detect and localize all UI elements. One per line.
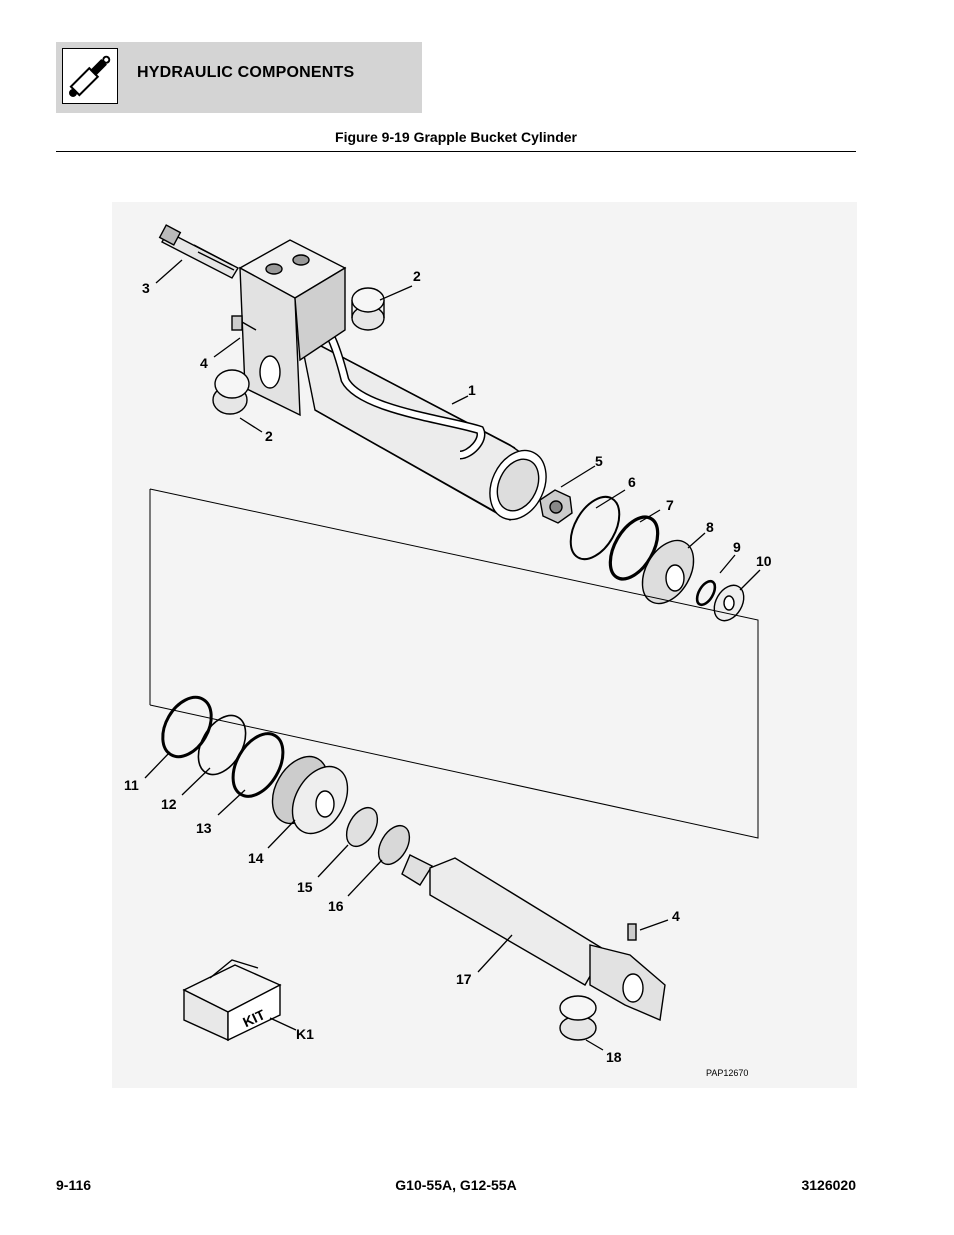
o-ring-9 <box>695 579 717 607</box>
cylinder-gland-14 <box>271 755 349 835</box>
bushing-upper <box>351 287 385 331</box>
callout-13: 13 <box>196 820 212 836</box>
bushing-lower <box>212 369 250 415</box>
wiper-seal-16 <box>377 824 411 866</box>
hydraulic-cylinder-icon <box>62 48 118 104</box>
callout-14: 14 <box>248 850 264 866</box>
callout-2-upper: 2 <box>413 268 421 284</box>
callout-8: 8 <box>706 519 714 535</box>
relief-valve-fitting <box>158 224 239 279</box>
callout-6: 6 <box>628 474 636 490</box>
callout-5: 5 <box>595 453 603 469</box>
callout-17: 17 <box>456 971 472 987</box>
figure-caption: Figure 9-19 Grapple Bucket Cylinder <box>335 129 577 145</box>
callout-9: 9 <box>733 539 741 555</box>
callout-2-lower: 2 <box>265 428 273 444</box>
callout-11: 11 <box>124 777 139 793</box>
callout-4-lower: 4 <box>672 908 680 924</box>
rod-seal-15 <box>345 806 379 848</box>
divider-line <box>56 151 856 152</box>
page-number: 9-116 <box>56 1177 92 1193</box>
o-ring-11 <box>161 695 213 759</box>
callout-1: 1 <box>468 382 476 398</box>
grease-fitting-upper <box>231 315 257 331</box>
section-title: HYDRAULIC COMPONENTS <box>137 64 355 81</box>
callout-10: 10 <box>756 553 772 569</box>
piston-rod <box>401 854 666 1022</box>
manual-number: 3126020 <box>801 1177 856 1193</box>
model-numbers: G10-55A, G12-55A <box>395 1177 517 1193</box>
seal-kit-box <box>182 959 282 1042</box>
leader-lines <box>144 259 761 1051</box>
callout-16: 16 <box>328 898 344 914</box>
callout-18: 18 <box>606 1049 622 1065</box>
callout-3: 3 <box>142 280 150 296</box>
cylinder-head-block <box>238 239 347 417</box>
exploded-view-background <box>112 202 857 1088</box>
wear-ring-8 <box>641 539 695 605</box>
callout-12: 12 <box>161 796 177 812</box>
cylinder-barrel <box>297 311 547 521</box>
callout-k1: K1 <box>296 1026 314 1042</box>
bushing-18 <box>559 995 597 1041</box>
kit-bracket-outline <box>149 488 759 839</box>
drawing-code: PAP12670 <box>706 1068 748 1078</box>
callout-7: 7 <box>666 497 674 513</box>
callout-15: 15 <box>297 879 313 895</box>
callout-4-upper: 4 <box>200 355 208 371</box>
